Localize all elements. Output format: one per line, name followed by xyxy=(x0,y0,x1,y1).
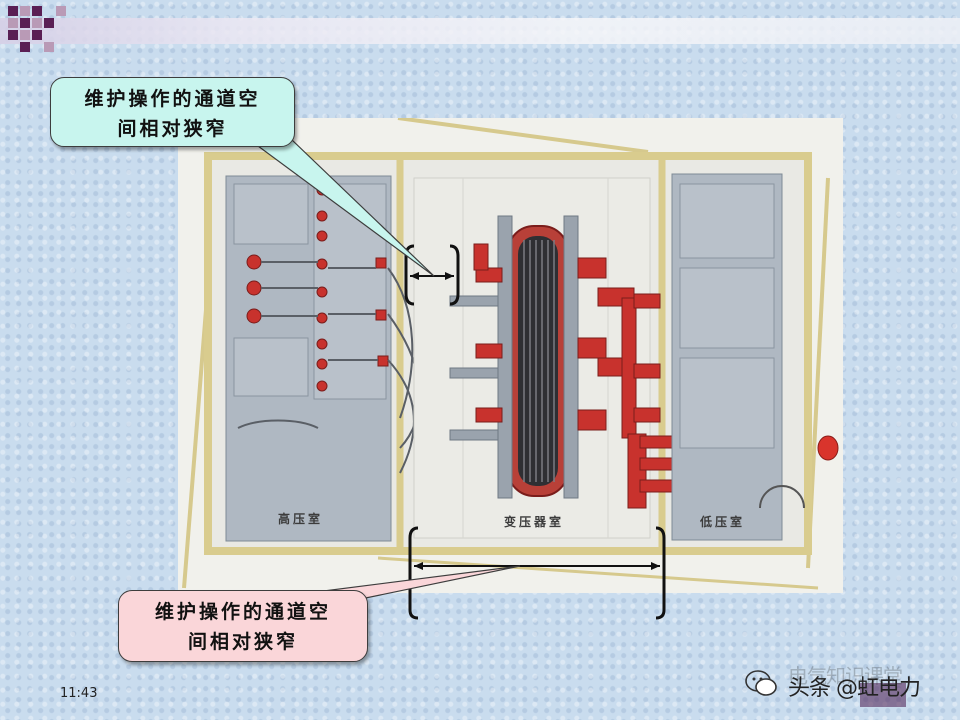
title-band xyxy=(0,18,960,44)
watermark-text: 头条 @虹电力 xyxy=(788,676,921,701)
corner-decoration xyxy=(0,0,90,60)
room-label-transformer: 变压器室 xyxy=(504,515,565,529)
slide-time: 11:43 xyxy=(60,686,98,701)
watermark: 电气知识课堂 头条 @虹电力 xyxy=(788,664,921,702)
callout-bottom-line2: 间相对狭窄 xyxy=(187,631,298,653)
watermark-faint: 电气知识课堂 xyxy=(788,664,903,688)
callout-narrow-aisle-top: 维护操作的通道空 间相对狭窄 xyxy=(50,77,295,147)
callout-top-line1: 维护操作的通道空 xyxy=(84,88,261,110)
substation-diagram: 高压室 变压器室 低压室 xyxy=(178,118,843,593)
callout-top-line2: 间相对狭窄 xyxy=(117,118,228,140)
room-label-low-voltage: 低压室 xyxy=(700,515,746,529)
room-label-high-voltage: 高压室 xyxy=(278,512,324,526)
chat-bubble-icon xyxy=(745,670,777,696)
footer-decoration xyxy=(860,683,906,707)
callout-narrow-aisle-bottom: 维护操作的通道空 间相对狭窄 xyxy=(118,590,368,662)
callout-bottom-line1: 维护操作的通道空 xyxy=(154,601,331,623)
